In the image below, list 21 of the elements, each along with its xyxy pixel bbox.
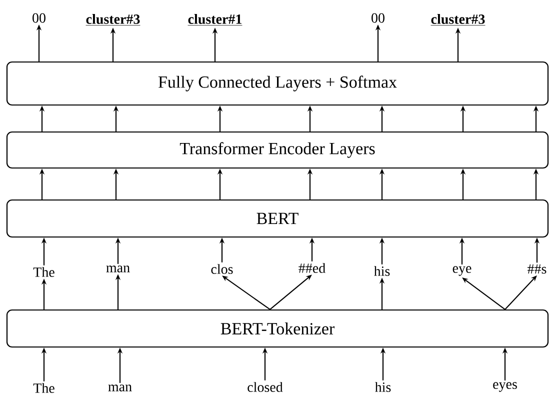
input-word: closed (248, 382, 283, 392)
input-word: man (108, 384, 132, 392)
output-label: 00 (372, 13, 384, 23)
input-word: his (374, 382, 391, 392)
token-label: eye (452, 266, 472, 276)
layer-box: Transformer Encoder Layers (6, 131, 549, 169)
token-label: his (374, 266, 390, 276)
token-label: ##ed (298, 263, 326, 273)
token-label: ##s (528, 264, 546, 274)
input-word: The (33, 383, 54, 393)
output-label: 00 (32, 13, 46, 23)
token-label: The (33, 267, 54, 277)
layer-box: Fully Connected Layers + Softmax (6, 61, 549, 106)
layer-box: BERT (6, 199, 549, 238)
output-label: cluster#3 (430, 14, 486, 26)
input-word: eyes (493, 382, 517, 392)
output-label: cluster#1 (188, 14, 242, 26)
layer-box: BERT-Tokenizer (6, 309, 549, 348)
token-label: clos (211, 264, 233, 274)
token-label: man (106, 266, 130, 272)
output-label: cluster#3 (86, 14, 140, 26)
